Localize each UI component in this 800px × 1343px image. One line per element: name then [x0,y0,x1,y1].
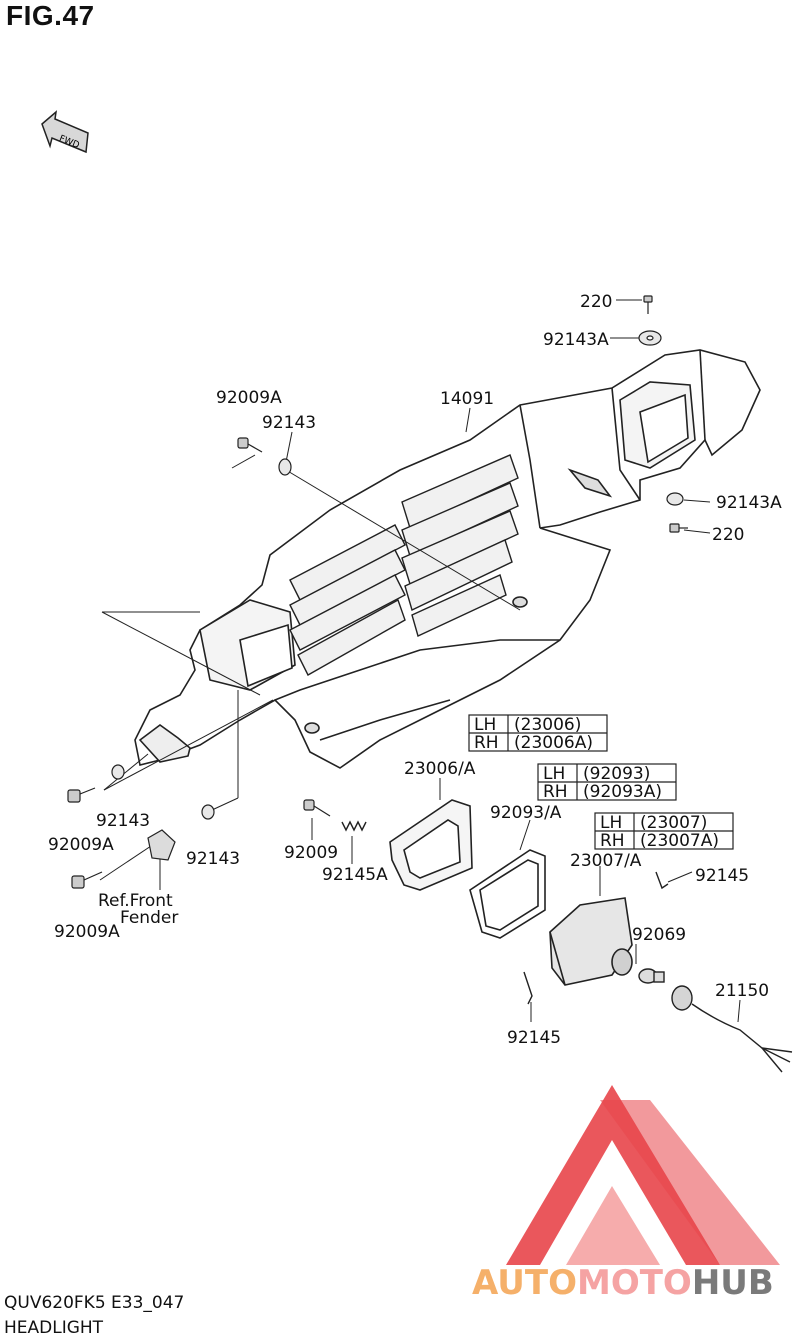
variant-table-92093: LH (92093) RH (92093A) [537,763,677,802]
svg-text:AUTOMOTOHUB: AUTOMOTOHUB [472,1263,774,1303]
fwd-arrow-icon: FWD [41,110,89,154]
variant-side: RH [543,782,568,802]
bolt-92009A-left-icon [67,787,96,803]
variant-part: (23006) [514,715,581,735]
label-92009A-top: 92009A [216,388,282,408]
logo-hub: HUB [692,1263,774,1303]
washer-92143-top-icon [278,458,292,476]
label-14091: 14091 [440,389,494,409]
washer-92143A-top-icon [638,330,662,346]
label-92009A-bottom: 92009A [54,922,120,942]
label-92143-top: 92143 [262,413,316,433]
label-92069: 92069 [632,925,686,945]
leader-lines [99,299,741,1023]
model-code: QUV620FK5 E33_047 [4,1293,185,1313]
spring-92145A-icon [341,820,367,832]
gasket-92093A [469,849,546,939]
label-220-right: 220 [712,525,744,545]
label-92009A-left: 92009A [48,835,114,855]
label-92143-mid: 92143 [186,849,240,869]
label-92093A: 92093/A [490,803,562,823]
label-92143A-top: 92143A [543,330,609,350]
label-92145-bottom: 92145 [507,1028,561,1048]
variant-part: (23007A) [640,831,719,851]
headlight-frame-23006A [389,799,473,891]
washer-92143-mid-icon [201,804,215,820]
variant-side: RH [474,733,499,753]
grille-slats [289,454,519,676]
bolt-92009-icon [303,799,331,817]
section-name: HEADLIGHT [4,1318,104,1338]
logo-moto: MOTO [577,1263,692,1303]
washer-92143-left-icon [111,764,125,780]
label-21150: 21150 [715,981,769,1001]
figure-title: FIG.47 [6,0,95,31]
variant-side: LH [474,715,496,735]
label-92145A: 92145A [322,865,388,885]
bolt-92009A-top-icon [237,437,263,453]
screw-220-top-icon [643,295,653,314]
label-92009: 92009 [284,843,338,863]
variant-table-23006: LH (23006) RH (23006A) [468,714,608,753]
variant-side: LH [543,764,565,784]
screw-220-right-icon [669,523,688,533]
label-ref-front-fender-l1: Ref.Front [98,891,173,911]
label-92145-right: 92145 [695,866,749,886]
bolt-92009A-bottom-icon [71,871,103,889]
variant-side: LH [600,813,622,833]
label-23006A: 23006/A [404,759,476,779]
label-ref-front-fender-l2: Fender [120,908,178,928]
variant-part: (23006A) [514,733,593,753]
variant-table-23007: LH (23007) RH (23007A) [594,812,734,851]
logo-auto: AUTO [472,1263,577,1303]
bracket-ref-front-fender-icon [147,829,176,861]
clip-92145-bottom-icon [523,971,533,1005]
label-220-top: 220 [580,292,612,312]
clip-92145-right-icon [655,871,669,890]
bulb-92069-icon [638,968,665,984]
variant-side: RH [600,831,625,851]
label-23007A: 23007/A [570,851,642,871]
part-labels: 220 92143A 14091 92009A 92143 92143A 220… [48,292,782,1048]
automotohub-logo: AUTOMOTOHUB [472,1085,780,1303]
variant-part: (92093) [583,764,650,784]
label-92143A-right: 92143A [716,493,782,513]
variant-part: (23007) [640,813,707,833]
socket-harness-21150 [671,985,793,1073]
lamp-unit-23007A [549,897,633,986]
label-92143-left: 92143 [96,811,150,831]
variant-part: (92093A) [583,782,662,802]
washer-92143A-right-icon [666,492,684,506]
